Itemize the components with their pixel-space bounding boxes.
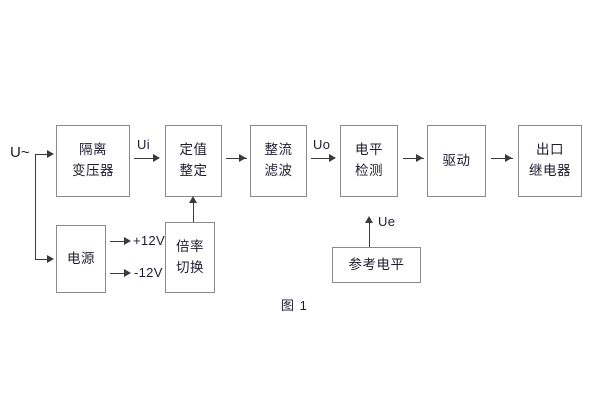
- block-line: 检测: [355, 163, 383, 178]
- conn-multiplier-setting-arrow: [189, 196, 197, 203]
- conn-drive-relay-line: [491, 158, 513, 159]
- block-line: 电源: [67, 250, 95, 266]
- conn-transformer-setting-line: [134, 158, 155, 159]
- input-feed-power-arrow: [47, 255, 54, 263]
- block-level-detection[interactable]: 电平 检测: [340, 125, 398, 197]
- input-feed-power-line: [35, 259, 49, 260]
- block-line: 倍率: [176, 238, 204, 254]
- rail-negative-line: [110, 273, 128, 274]
- block-isolation-transformer[interactable]: 隔离 变压器: [56, 125, 130, 197]
- block-setting-value[interactable]: 定值 整定: [165, 125, 222, 197]
- block-output-relay[interactable]: 出口 继电器: [518, 125, 582, 197]
- block-line: 切换: [176, 259, 204, 275]
- conn-rectify-level-line: [311, 158, 333, 159]
- conn-reference-level-line: [369, 222, 370, 247]
- conn-transformer-setting-arrow: [153, 154, 160, 162]
- conn-setting-rectify-line: [226, 158, 247, 159]
- block-line: 驱动: [442, 152, 471, 168]
- rail-negative-label: -12V: [134, 265, 163, 280]
- rail-positive-arrow: [124, 237, 131, 245]
- signal-label-ue: Ue: [378, 214, 396, 229]
- block-line: 出口: [536, 142, 564, 158]
- conn-level-drive-arrow: [416, 154, 423, 162]
- rail-positive-line: [110, 241, 128, 242]
- figure-caption: 图 1: [281, 298, 308, 313]
- block-line: 隔离: [79, 142, 107, 158]
- block-rectify-filter[interactable]: 整流 滤波: [250, 125, 307, 197]
- conn-drive-relay-arrow: [505, 154, 512, 162]
- conn-setting-rectify-arrow: [239, 154, 246, 162]
- rail-positive-label: +12V: [133, 233, 165, 248]
- conn-multiplier-setting-line: [193, 201, 194, 222]
- block-power-supply[interactable]: 电源: [56, 225, 106, 293]
- conn-reference-level-arrow: [365, 216, 373, 223]
- block-multiplier-switch[interactable]: 倍率 切换: [165, 222, 215, 293]
- block-line: 整定: [179, 163, 208, 178]
- block-line: 参考电平: [348, 256, 405, 272]
- block-line: 继电器: [529, 163, 571, 178]
- conn-level-drive-line: [403, 158, 424, 159]
- rail-negative-arrow: [124, 269, 131, 277]
- input-feed-transformer-line: [35, 154, 49, 155]
- signal-label-ui: Ui: [137, 137, 150, 152]
- block-line: 整流: [264, 142, 293, 158]
- signal-label-uo: Uo: [313, 137, 331, 152]
- block-line: 定值: [179, 142, 208, 158]
- block-line: 滤波: [264, 163, 293, 178]
- block-line: 电平: [355, 142, 383, 158]
- block-reference-level[interactable]: 参考电平: [332, 247, 421, 283]
- input-bus-trunk: [35, 154, 36, 259]
- block-drive[interactable]: 驱动: [427, 125, 486, 197]
- conn-rectify-level-arrow: [329, 154, 336, 162]
- input-feed-transformer-arrow: [47, 150, 54, 158]
- input-label-u: U~: [10, 144, 30, 161]
- block-line: 变压器: [72, 163, 114, 178]
